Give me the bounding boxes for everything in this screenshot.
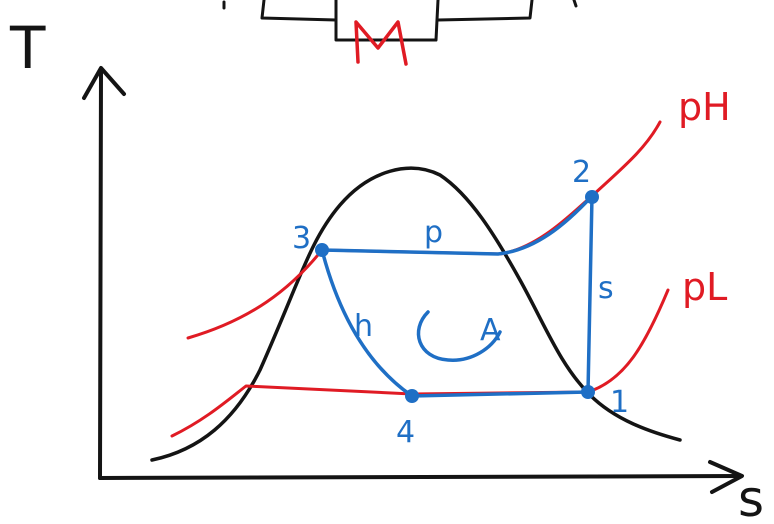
y-axis-label: T <box>9 14 46 82</box>
process-3-2 <box>320 194 594 256</box>
state-point-4 <box>405 389 419 403</box>
state-point-3 <box>315 243 329 257</box>
saturation-dome <box>150 166 682 462</box>
state-label-1: 1 <box>610 385 629 420</box>
state-point-1 <box>581 385 595 399</box>
x-axis <box>98 460 744 494</box>
isobar-low <box>170 288 670 438</box>
state-label-2: 2 <box>572 155 591 190</box>
isobar-high-label: pH <box>678 85 731 129</box>
state-label-4: 4 <box>396 415 415 450</box>
process-label-s: s <box>598 271 614 306</box>
process-2-1 <box>586 194 594 394</box>
y-axis <box>82 66 126 480</box>
state-label-3: 3 <box>292 221 311 256</box>
isobar-low-label: pL <box>682 265 727 309</box>
process-label-p: p <box>424 215 443 250</box>
process-label-h: h <box>354 309 373 344</box>
state-point-2 <box>585 190 599 204</box>
x-axis-label: s <box>738 470 764 524</box>
cycle-direction-arrow <box>416 310 502 362</box>
process-1-4 <box>410 390 590 398</box>
device-label-m <box>354 20 408 66</box>
cycle-direction-label: A <box>480 313 501 348</box>
process-3-4 <box>320 248 414 398</box>
